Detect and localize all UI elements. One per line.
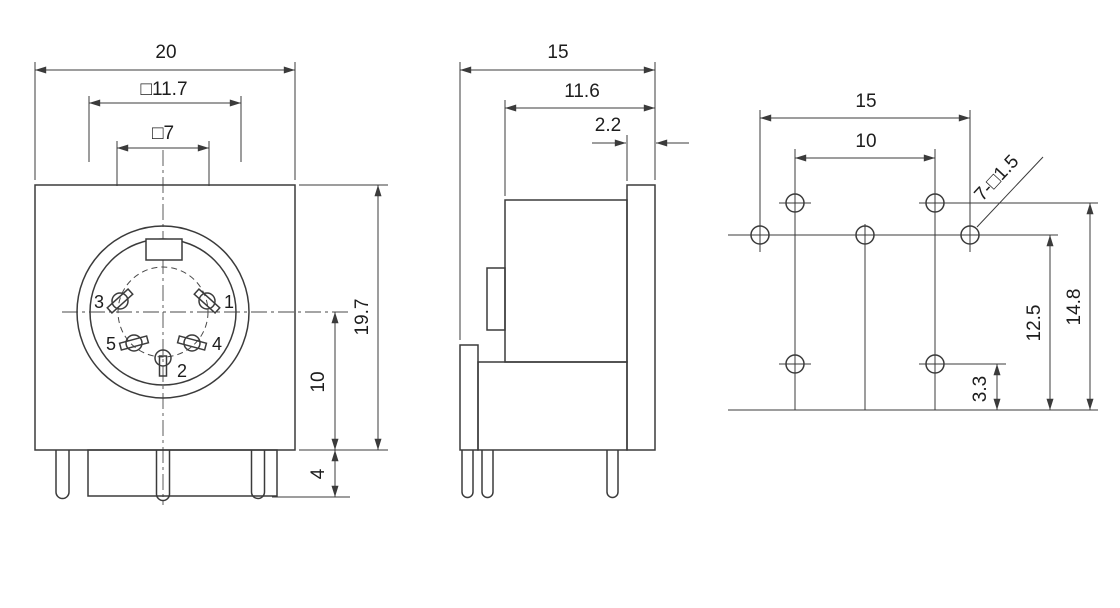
dim-shield-window: □11.7 [88,79,242,162]
side-lower-housing [477,361,628,451]
dim-row-spacing: 12.5 [1024,235,1054,410]
pin-3-circle [111,292,129,310]
dim-front-width-label: 20 [155,42,176,63]
side-view: 15 11.6 2.2 [459,42,689,499]
dim-overall-height: 14.8 [950,202,1098,410]
side-leg-1 [461,450,474,499]
footprint-view: 15 10 7-□1.5 12.5 14.8 3.3 [728,91,1098,411]
dim-front-height: 19.7 [299,184,388,451]
hole-mid-center [855,225,875,245]
pin-1 [193,287,221,315]
side-upper-step [486,267,506,331]
dim-side-depth-label: 15 [547,42,568,63]
pin-3 [106,287,134,315]
key-notch [145,238,183,261]
side-barrel-body [504,199,628,363]
dim-shield-window-label: □11.7 [140,79,187,100]
dim-body-depth: 11.6 [504,81,655,196]
pin-1-circle [198,292,216,310]
pin-4 [176,334,208,352]
pin-2-label: 2 [177,361,187,381]
dim-center-to-bottom: 10 [308,312,339,450]
hole-top-left [785,193,805,213]
pin-4-label: 4 [212,334,222,354]
pin-1-wing [193,287,221,315]
dim-front-width: 20 [34,42,296,180]
dim-row-spacing-label: 12.5 [1024,305,1045,342]
leader-line [976,156,1044,228]
dim-standoff-label: 4 [308,468,329,479]
hole-top-right [925,193,945,213]
dim-center-to-bottom-label: 10 [308,371,329,392]
pin-4-wing [176,335,208,351]
dim-key-window-label: □7 [152,123,174,144]
hole-bottom-right [925,354,945,374]
dim-key-window: □7 [116,123,210,186]
front-center-leg [155,450,171,502]
hole-callout-label: 7-□1.5 [971,151,1024,205]
dim-outer-pitch: 15 [760,91,970,122]
pin-2-circle [154,349,172,367]
dim-overall-height-label: 14.8 [1064,289,1085,326]
dim-inner-pitch: 10 [795,131,935,162]
dim-bottom-offset-label: 3.3 [970,376,991,402]
hole-bottom-left [785,354,805,374]
side-leg-2 [481,450,494,499]
pin-5-label: 5 [106,334,116,354]
pin-5-wing [118,335,150,351]
pin-pitch-circle [117,266,209,358]
dim-bottom-offset: 3.3 [951,363,1006,410]
side-lower-step [459,344,479,451]
dim-side-depth: 15 [459,42,656,340]
pin-4-circle [183,334,201,352]
dim-front-height-label: 19.7 [352,299,373,336]
dim-inner-pitch-label: 10 [855,131,876,152]
dim-outer-pitch-label: 15 [855,91,876,112]
pin-3-wing [106,287,134,315]
dim-standoff: 4 [272,450,350,498]
front-body-outline [34,184,296,451]
side-flange-plate [626,184,656,451]
front-right-leg [250,450,266,500]
dim-flange-thickness: 2.2 [592,115,689,181]
hole-mid-right [960,225,980,245]
pin-2 [154,349,172,377]
front-view: 3 1 5 4 2 20 □11.7 □7 [34,42,388,505]
front-left-leg [55,450,70,500]
dim-body-depth-label: 11.6 [564,81,600,102]
pin-1-label: 1 [224,292,234,312]
pin-5-circle [125,334,143,352]
hole-mid-left [750,225,770,245]
pin-3-label: 3 [94,292,104,312]
front-lower-block [87,449,278,497]
dim-flange-thickness-label: 2.2 [595,115,621,136]
pin-5 [118,334,150,352]
hole-callout: 7-□1.5 [971,151,1044,228]
side-leg-3 [606,450,619,499]
barrel-outer-circle [76,225,250,399]
